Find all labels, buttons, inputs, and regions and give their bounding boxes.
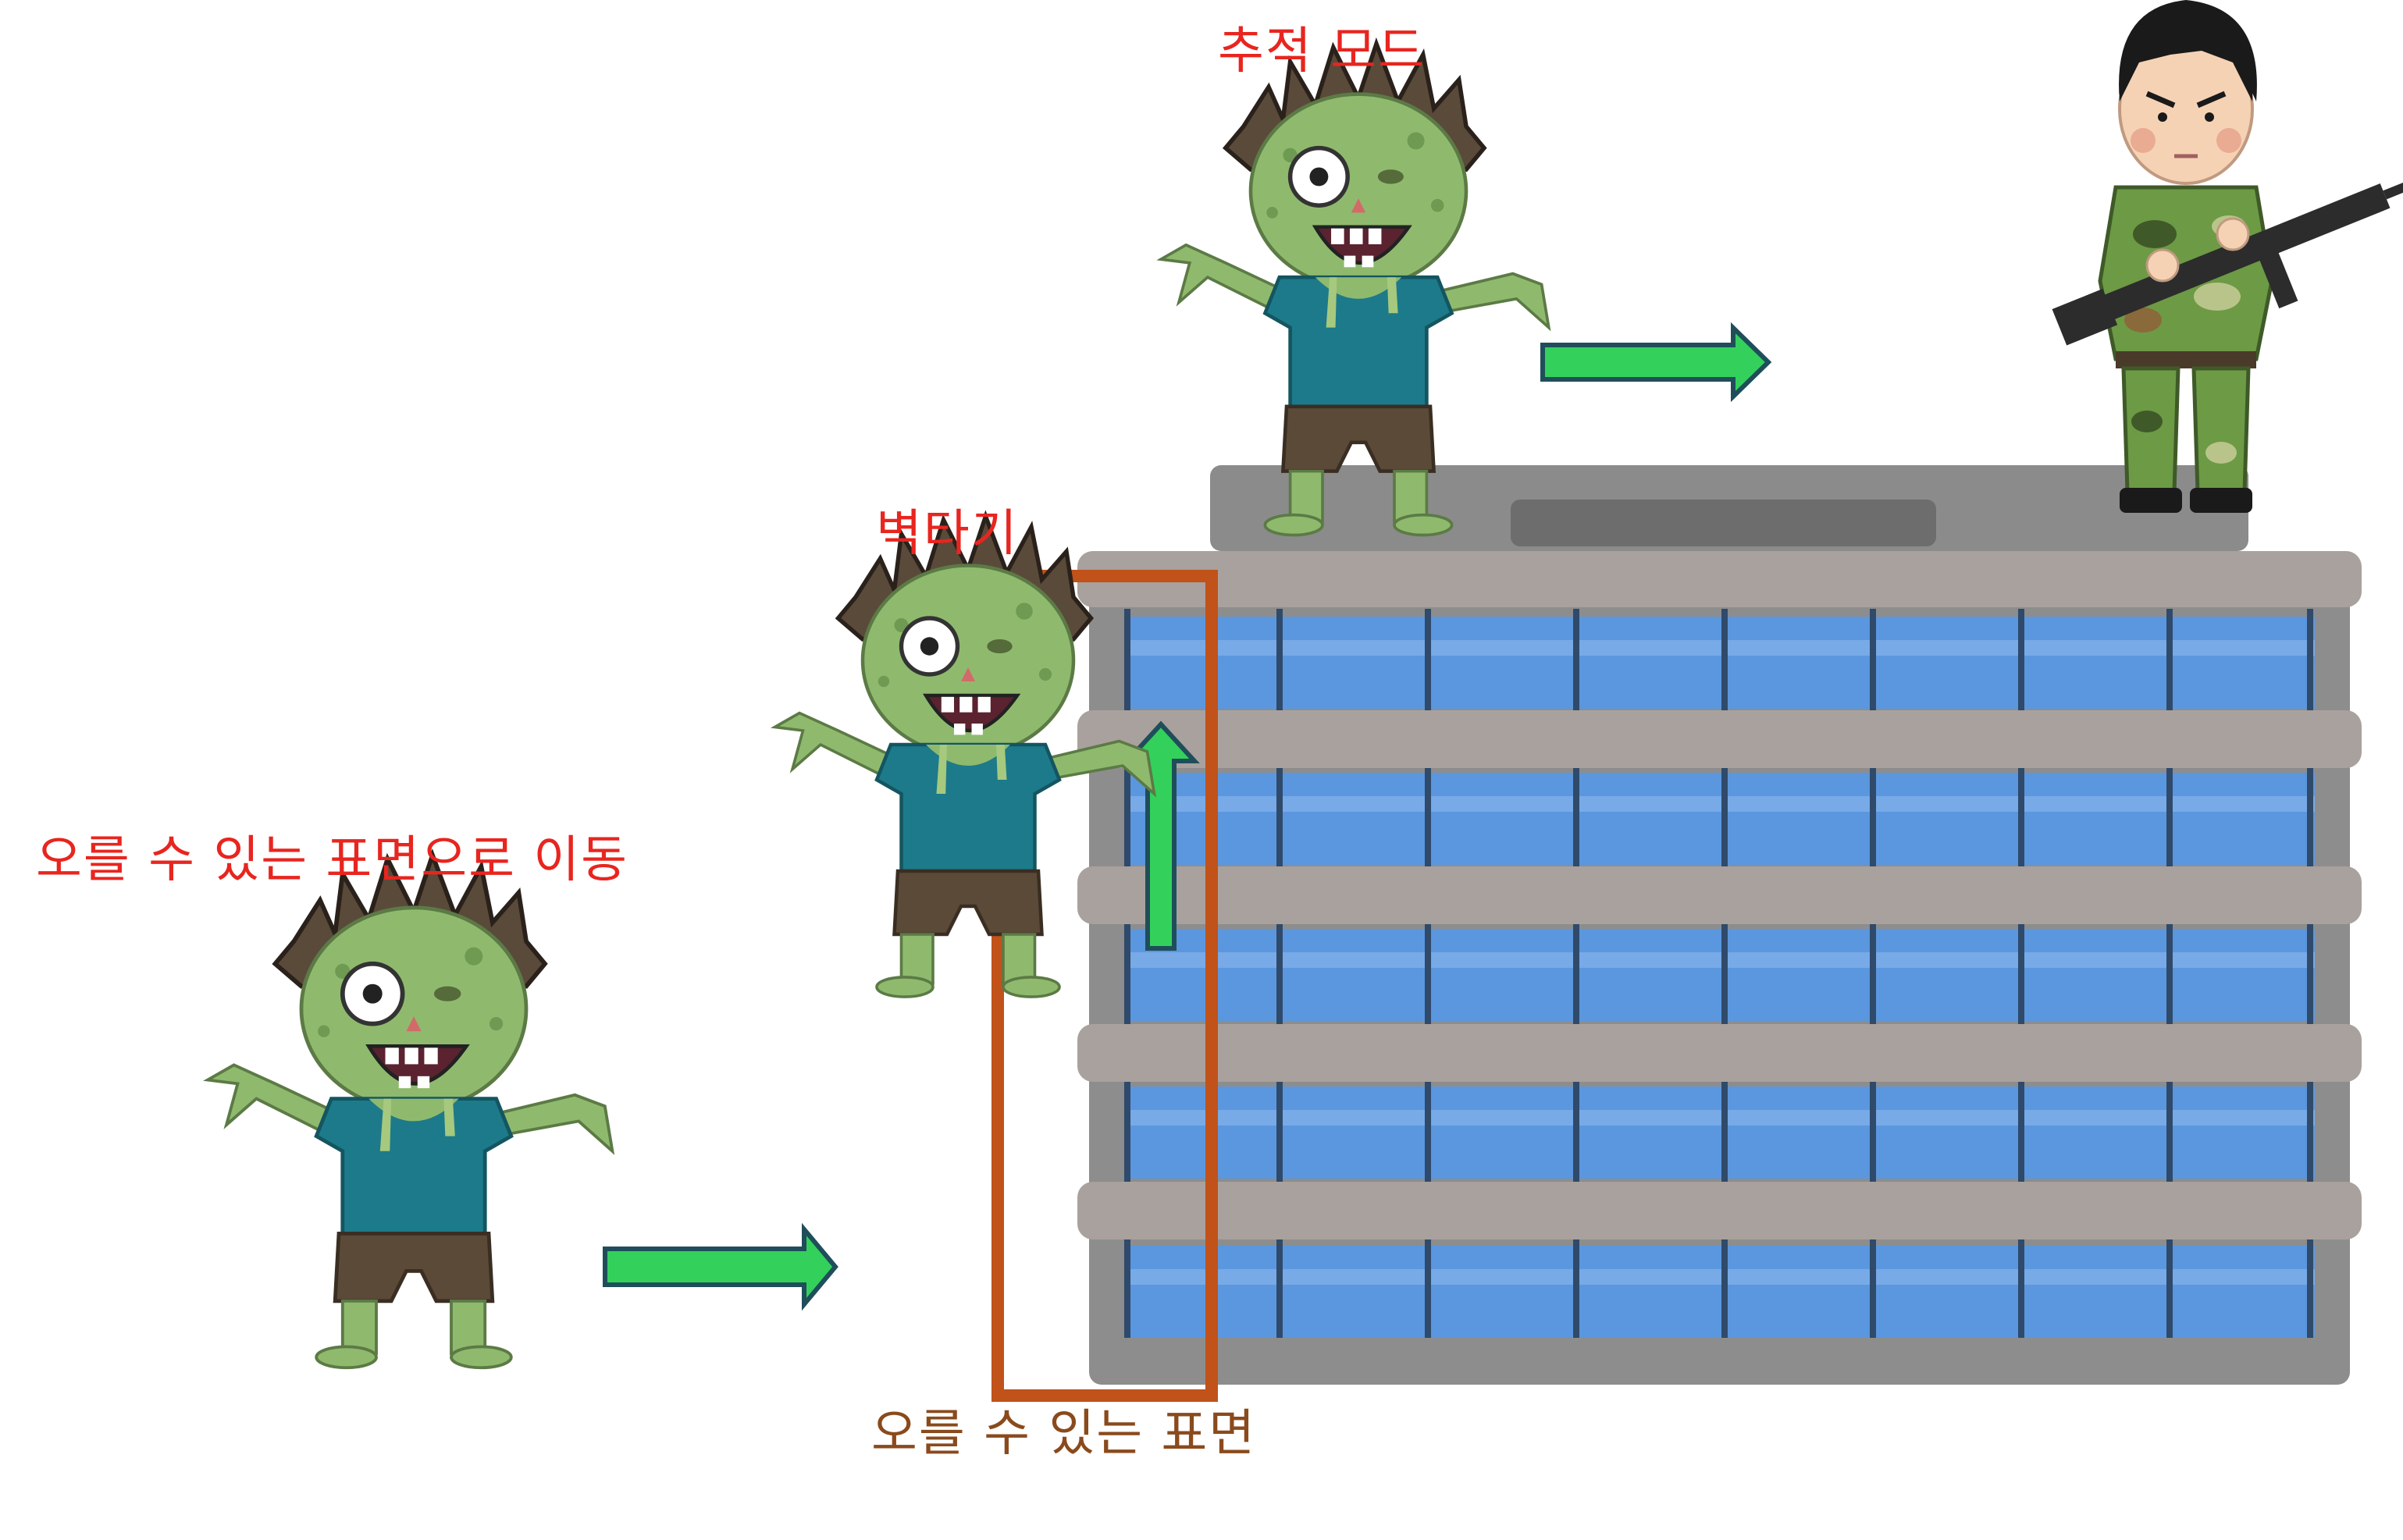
label-move-to-climbable-surface: 오를 수 있는 표면으로 이동 — [36, 831, 629, 889]
soldier-icon — [2052, 0, 2403, 513]
arrow-right-icon — [1540, 322, 1772, 403]
label-climbable-surface: 오를 수 있는 표면 — [871, 1405, 1257, 1463]
climbable-surface-box — [991, 570, 1218, 1402]
arrow-right-icon — [603, 1222, 838, 1311]
zombie-icon — [1161, 44, 1549, 535]
zombie-icon — [208, 855, 612, 1368]
office-building-icon — [1077, 465, 2362, 1385]
label-tracking-mode: 추적 모드 — [1218, 23, 1426, 80]
label-wall-climb: 벽타기 — [876, 505, 1019, 563]
